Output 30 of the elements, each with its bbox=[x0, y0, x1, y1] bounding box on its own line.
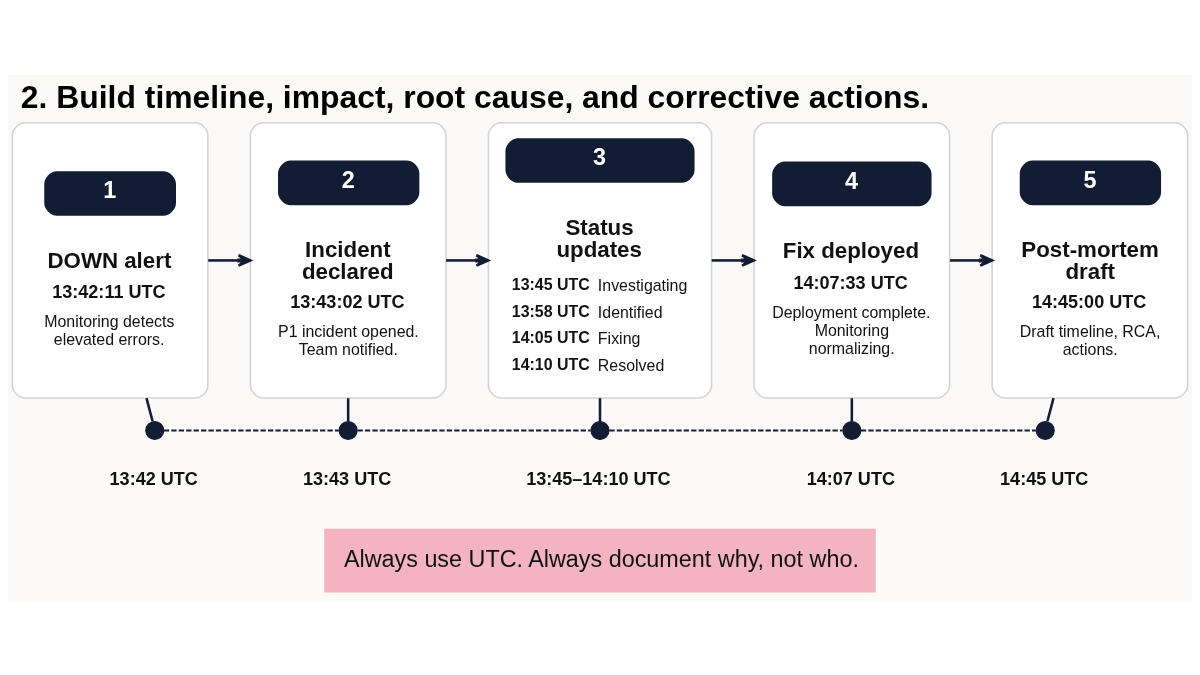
connector bbox=[608, 429, 844, 431]
node-circle bbox=[842, 420, 862, 440]
node-box: 2 Incident declared 13:43:02 UTC P1 incident opened. Team notified. bbox=[249, 121, 447, 399]
arrow bbox=[208, 253, 252, 267]
node-label: 13:42 UTC bbox=[109, 468, 198, 489]
node-box: 4 Fix deployed 14:07:33 UTC Deployment complete. Monitoring normalizing. bbox=[753, 121, 951, 399]
connector bbox=[850, 397, 854, 421]
arrow bbox=[711, 253, 756, 267]
node-box: 5 Post-mortem draft 14:45:00 UTC Draft timeline, RCA, actions. bbox=[991, 121, 1189, 399]
node-label: 13:43 UTC bbox=[303, 468, 392, 489]
node-circle bbox=[1035, 420, 1055, 440]
node-label: 14:45 UTC bbox=[1000, 468, 1089, 489]
connector bbox=[356, 429, 592, 431]
connector bbox=[162, 429, 340, 431]
node-box: 3 Status updates 13:45 UTC Investigating 13:58 UTC Identified 14:05 UTC Fixing 14:10 UTC Resolved bbox=[487, 121, 713, 399]
connector bbox=[1046, 397, 1055, 422]
node-circle bbox=[590, 420, 610, 440]
arrow bbox=[949, 253, 994, 267]
connector bbox=[145, 397, 154, 422]
node-label: 13:45–14:10 UTC bbox=[526, 468, 671, 489]
arrow bbox=[446, 253, 490, 267]
connector bbox=[598, 397, 602, 421]
node-circle bbox=[145, 420, 165, 440]
node-label: 14:07 UTC bbox=[806, 468, 895, 489]
label: Always use UTC. Always document why, not who. bbox=[343, 545, 859, 572]
node-box: 1 DOWN alert 13:42:11 UTC Monitoring detects elevated errors. bbox=[11, 121, 209, 399]
connector bbox=[859, 429, 1037, 431]
node-circle bbox=[338, 420, 358, 440]
connector bbox=[346, 397, 350, 421]
diagram-title: 2. Build timeline, impact, root cause, and corrective actions. bbox=[20, 78, 930, 115]
